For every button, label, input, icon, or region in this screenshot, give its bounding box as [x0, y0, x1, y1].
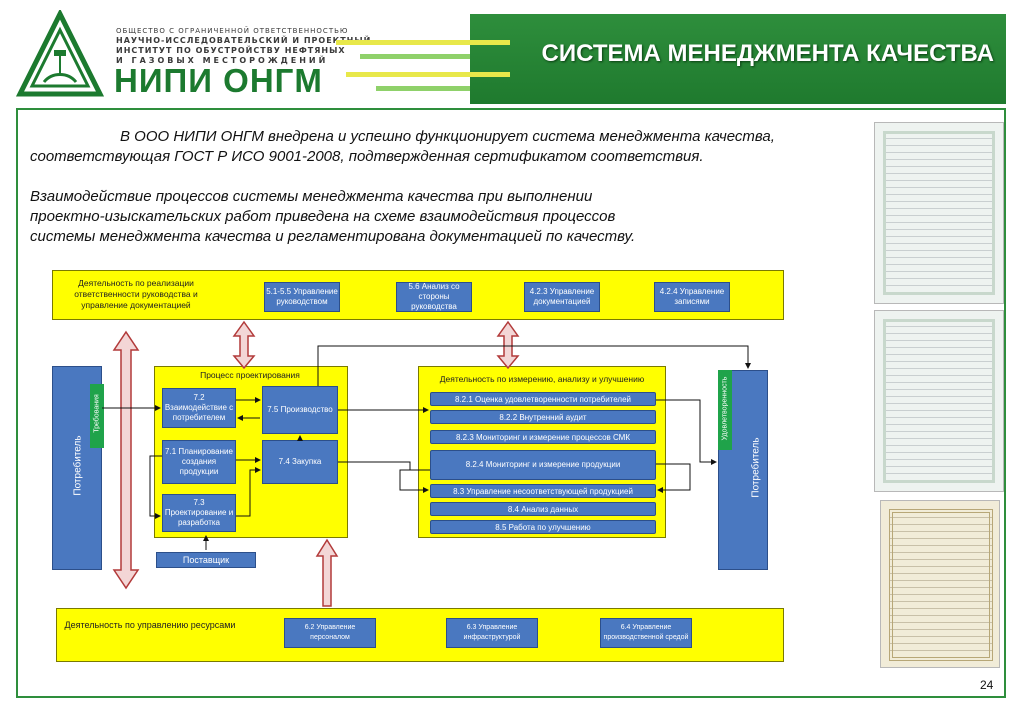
measurement-item-8-3: 8.3 Управление несоответствующей продукц…	[430, 484, 656, 498]
page-number: 24	[980, 678, 994, 692]
company-logo	[16, 10, 104, 97]
design-process-title: Процесс проектирования	[200, 370, 300, 380]
certificate-image-2	[874, 310, 1004, 492]
certificate-image-1	[874, 122, 1004, 304]
decor-stripe	[470, 40, 510, 45]
measurement-title: Деятельность по измерению, анализу и улу…	[439, 374, 645, 384]
decor-stripe	[346, 72, 470, 77]
certificate-image-3	[880, 500, 1000, 668]
process-box-7-4: 7.4 Закупка	[262, 440, 338, 484]
top-band-label: Деятельность по реализации ответственнос…	[74, 278, 198, 310]
process-box-7-3: 7.3 Проектирование и разработка	[162, 494, 236, 532]
requirements-tag	[90, 384, 104, 448]
process-box-4-2-3: 4.2.3 Управление документацией	[524, 282, 600, 312]
intro-line-5: системы менеджмента качества и регламент…	[30, 228, 636, 245]
measurement-item-8-2-2: 8.2.2 Внутренний аудит	[430, 410, 656, 424]
org-line-2: НАУЧНО-ИССЛЕДОВАТЕЛЬСКИЙ И ПРОЕКТНЫЙ	[116, 36, 372, 45]
process-box-6-2: 6.2 Управление персоналом	[284, 618, 376, 648]
process-box-6-4: 6.4 Управление производственной средой	[600, 618, 692, 648]
brand-name: НИПИ ОНГМ	[114, 62, 323, 99]
process-box-6-3: 6.3 Управление инфраструктурой	[446, 618, 538, 648]
decor-stripe	[360, 54, 470, 59]
org-line-3: ИНСТИТУТ ПО ОБУСТРОЙСТВУ НЕФТЯНЫХ	[116, 46, 346, 55]
measurement-item-8-4: 8.4 Анализ данных	[430, 502, 656, 516]
page-title: СИСТЕМА МЕНЕДЖМЕНТА КАЧЕСТВА	[541, 40, 994, 67]
measurement-item-8-5: 8.5 Работа по улучшению	[430, 520, 656, 534]
measurement-item-8-2-1: 8.2.1 Оценка удовлетворенности потребите…	[430, 392, 656, 406]
measurement-item-8-2-4: 8.2.4 Мониторинг и измерение продукции	[430, 450, 656, 480]
resource-flow-arrow	[112, 320, 520, 607]
intro-line-1: В ООО НИПИ ОНГМ внедрена и успешно функц…	[120, 128, 775, 145]
process-box-7-1: 7.1 Планирование создания продукции	[162, 440, 236, 484]
bottom-band-label: Деятельность по управлению ресурсами	[64, 620, 236, 630]
process-box-5-6: 5.6 Анализ со стороны руководства	[396, 282, 472, 312]
decor-stripe	[376, 86, 470, 91]
content-frame	[16, 108, 1006, 698]
process-box-5-1: 5.1-5.5 Управление руководством	[264, 282, 340, 312]
intro-line-4: проектно-изыскательских работ приведена …	[30, 208, 616, 225]
decor-stripe	[470, 72, 510, 77]
intro-line-2: соответствующая ГОСТ Р ИСО 9001-2008, по…	[30, 148, 704, 165]
measurement-item-8-2-3: 8.2.3 Мониторинг и измерение процессов С…	[430, 430, 656, 444]
org-line-4: И ГАЗОВЫХ МЕСТОРОЖДЕНИЙ	[116, 56, 329, 65]
process-box-7-5: 7.5 Производство	[262, 386, 338, 434]
process-box-4-2-4: 4.2.4 Управление записями	[654, 282, 730, 312]
title-banner	[470, 14, 1006, 104]
intro-line-3: Взаимодействие процессов системы менеджм…	[30, 188, 593, 205]
satisfaction-tag	[718, 370, 732, 450]
process-box-7-2: 7.2 Взаимодействие с потребителем	[162, 388, 236, 428]
decor-stripe	[336, 40, 470, 45]
org-line-1: ОБЩЕСТВО С ОГРАНИЧЕННОЙ ОТВЕТСТВЕННОСТЬЮ	[116, 27, 349, 35]
supplier-box: Поставщик	[156, 552, 256, 568]
